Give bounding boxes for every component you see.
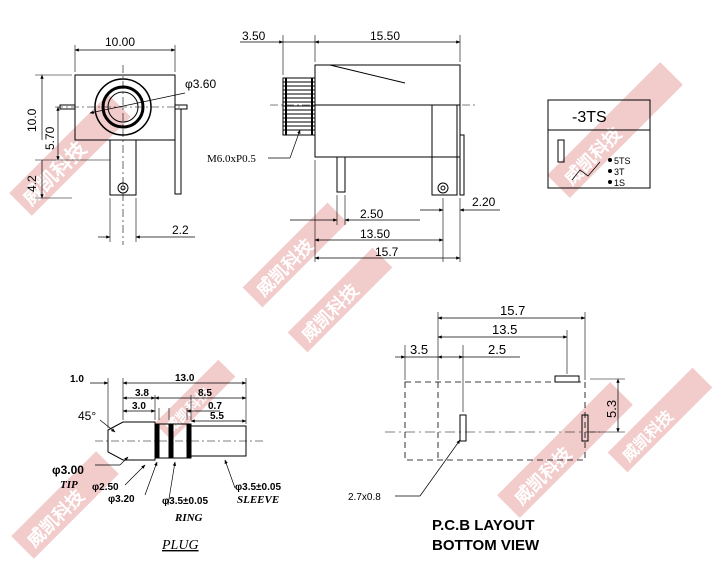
side-pin-left <box>336 156 346 193</box>
side-view-labels: 3.50 15.50 M6.0xP0.5 2.50 2.20 13.50 15.… <box>207 29 496 259</box>
plug-title: PLUG <box>161 538 199 553</box>
dim-width-label: 10.00 <box>105 35 135 49</box>
pin-1s-label: 1S <box>614 178 625 188</box>
plug-d-3-20: φ3.20 <box>108 494 135 505</box>
dim-center-label: 5.70 <box>43 126 57 150</box>
pcb-dim-15-7: 15.7 <box>500 303 525 318</box>
pin-5ts-label: 5TS <box>614 156 631 166</box>
pcb-title-2: BOTTOM VIEW <box>432 537 540 554</box>
pin-3t-label: 3T <box>614 167 625 177</box>
model-box: -3TS 5TS 3T 1S <box>547 99 651 189</box>
plug-dim-8-5: 8.5 <box>198 388 212 399</box>
front-right-tab <box>174 104 188 110</box>
front-right-pin <box>174 108 182 195</box>
dim-front-label: 3.50 <box>242 29 266 43</box>
plug-angle-label: 45° <box>78 409 96 423</box>
plug-dim-0-7: 0.7 <box>208 401 222 412</box>
pcb-slot-label: 2.7x0.8 <box>348 492 381 503</box>
side-pin-right <box>431 104 458 196</box>
front-view <box>35 45 195 245</box>
plug-dim-3-8: 3.8 <box>135 388 149 399</box>
plug-sleeve-dia: φ3.5±0.05 <box>235 482 281 493</box>
plug-dim-5-5: 5.5 <box>210 411 224 422</box>
dim-body-label: 15.50 <box>370 29 400 43</box>
plug-view <box>90 378 265 506</box>
dim-2-20-label: 2.20 <box>472 195 496 209</box>
pcb-dim-13-5: 13.5 <box>492 322 517 337</box>
side-view <box>240 35 500 262</box>
watermark: 威凯科技 <box>154 359 236 441</box>
side-spring-contact <box>329 64 406 84</box>
pcb-dim-5-3: 5.3 <box>604 400 619 418</box>
plug-d-2-50: φ2.50 <box>92 482 119 493</box>
model-label: -3TS <box>572 109 607 126</box>
plug-dim-3-0: 3.0 <box>132 401 146 412</box>
dim-lower-label: 4.2 <box>25 175 39 192</box>
plug-dim-1-0: 1.0 <box>70 374 84 385</box>
plug-labels: 1.0 13.0 3.8 8.5 3.0 0.7 5.5 45° φ3.00 T… <box>52 373 281 553</box>
pcb-pad-right <box>581 414 589 442</box>
watermark: 威凯科技 <box>607 367 713 473</box>
pcb-view <box>385 312 625 497</box>
thread-label: M6.0xP0.5 <box>207 153 256 165</box>
dim-pin-offset-label: 2.2 <box>172 223 189 237</box>
pcb-dim-3-5: 3.5 <box>410 342 428 357</box>
side-body <box>314 64 461 158</box>
plug-sleeve-label: SLEEVE <box>237 494 279 506</box>
svg-text:威凯科技: 威凯科技 <box>252 234 319 301</box>
pcb-labels: 15.7 13.5 3.5 2.5 5.3 2.7x0.8 P.C.B LAYO… <box>348 303 619 554</box>
dim-13-50-label: 13.50 <box>360 227 390 241</box>
pcb-title-1: P.C.B LAYOUT <box>432 517 535 534</box>
plug-tip-dia: φ3.00 <box>52 463 84 477</box>
plug-tip <box>107 421 156 461</box>
svg-text:威凯科技: 威凯科技 <box>297 279 364 346</box>
pcb-pad-left <box>459 414 467 442</box>
plug-ring-label: RING <box>174 512 203 524</box>
plug-ring-dia: φ3.5±0.05 <box>162 496 208 507</box>
dim-height-label: 10.0 <box>25 108 39 132</box>
front-view-labels: 10.00 10.0 5.70 4.2 φ3.60 2.2 <box>25 35 216 237</box>
pcb-dim-2-5: 2.5 <box>488 342 506 357</box>
plug-tip-label: TIP <box>60 479 78 491</box>
dim-hole-label: φ3.60 <box>185 77 216 91</box>
dim-2-50-label: 2.50 <box>360 207 384 221</box>
plug-dim-13-0: 13.0 <box>175 373 195 384</box>
pcb-pad-top <box>554 375 580 383</box>
dim-15-7-label: 15.7 <box>375 245 399 259</box>
pcb-outline <box>404 381 586 461</box>
